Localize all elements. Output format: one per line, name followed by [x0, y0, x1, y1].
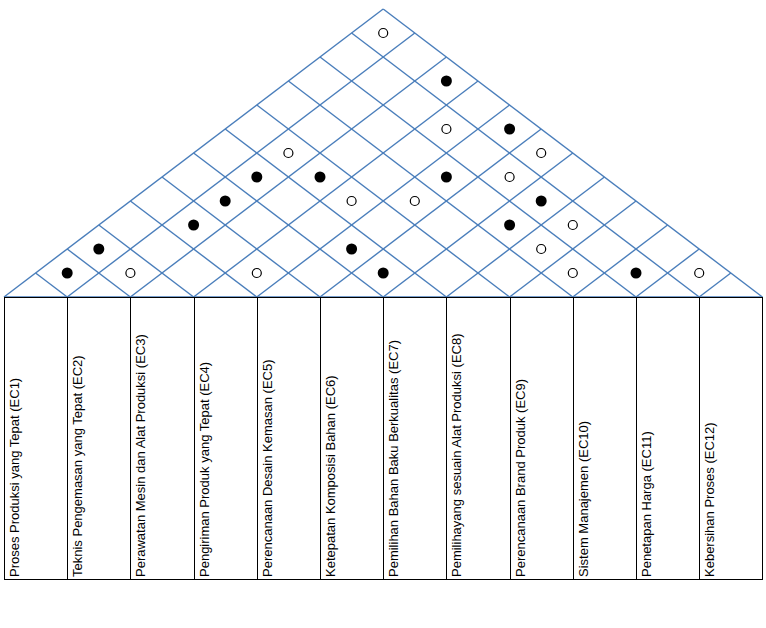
roof-grid-line [257, 105, 510, 297]
roof-grid-line [67, 33, 415, 297]
column-label: Pemilihayang sesuain Alat Produksi (EC8) [449, 333, 464, 577]
roof-grid-line [4, 9, 383, 297]
column-label: Penetapan Harga (EC11) [639, 431, 654, 577]
characteristic-column: Perawatan Mesin dan Alat Produksi (EC3) [130, 297, 194, 580]
characteristic-column: Ketepatan Komposisi Bahan (EC6) [320, 297, 384, 580]
roof-grid-line [225, 129, 446, 297]
column-label: Pemilihan Bahan Baku Berkualitas (EC7) [386, 340, 401, 577]
column-label: Ketepatan Komposisi Bahan (EC6) [323, 375, 338, 577]
column-label: Kebersihan Proses (EC12) [702, 422, 717, 577]
weak-correlation-circle [347, 197, 356, 206]
strong-correlation-dot [188, 220, 199, 231]
column-label: Sistem Manajemen (EC10) [576, 421, 591, 577]
column-label: Proses Produksi yang Tepat (EC1) [7, 378, 22, 577]
weak-correlation-circle [252, 269, 261, 278]
column-label: Pengiriman Produk yang Tepat (EC4) [197, 362, 212, 577]
strong-correlation-dot [504, 124, 515, 135]
weak-correlation-circle [410, 197, 419, 206]
weak-correlation-circle [568, 269, 577, 278]
characteristic-column: Teknis Pengemasan yang Tepat (EC2) [67, 297, 131, 580]
strong-correlation-dot [536, 196, 547, 207]
strong-correlation-dot [378, 268, 389, 279]
characteristic-column: Perencanaan Desain Kemasan (EC5) [257, 297, 321, 580]
roof-grid-line [288, 81, 572, 297]
weak-correlation-circle [568, 221, 577, 230]
roof-grid-line [699, 273, 731, 297]
roof-grid-line [130, 201, 256, 297]
characteristic-column: Pengiriman Produk yang Tepat (EC4) [194, 297, 258, 580]
roof-grid-line [320, 129, 541, 297]
strong-correlation-dot [62, 268, 73, 279]
column-label: Perencanaan Brand Produk (EC9) [513, 379, 528, 577]
roof-grid-line [257, 105, 510, 297]
column-label: Perawatan Mesin dan Alat Produksi (EC3) [133, 334, 148, 577]
strong-correlation-dot [441, 172, 452, 183]
strong-correlation-dot [251, 172, 262, 183]
strong-correlation-dot [315, 172, 326, 183]
characteristic-column: Pemilihan Bahan Baku Berkualitas (EC7) [383, 297, 447, 580]
roof-grid-line [573, 225, 668, 297]
roof-grid-line [130, 57, 446, 297]
strong-correlation-dot [93, 244, 104, 255]
roof-grid-line [320, 57, 636, 297]
characteristic-column: Pemilihayang sesuain Alat Produksi (EC8) [446, 297, 510, 580]
weak-correlation-circle [505, 173, 514, 182]
roof-grid-line [446, 177, 604, 297]
strong-correlation-dot [631, 268, 642, 279]
weak-correlation-circle [537, 245, 546, 254]
characteristic-column: Proses Produksi yang Tepat (EC1) [4, 297, 68, 580]
characteristic-column: Penetapan Harga (EC11) [636, 297, 700, 580]
roof-grid-line [36, 273, 68, 297]
weak-correlation-circle [284, 149, 293, 158]
roof-grid-line [352, 33, 700, 297]
column-label: Perencanaan Desain Kemasan (EC5) [260, 359, 275, 577]
strong-correlation-dot [504, 220, 515, 231]
strong-correlation-dot [220, 196, 231, 207]
roof-grid-line [67, 249, 130, 297]
roof-grid-line [194, 81, 478, 297]
characteristic-column: Kebersihan Proses (EC12) [699, 297, 763, 580]
weak-correlation-circle [537, 149, 546, 158]
column-label: Teknis Pengemasan yang Tepat (EC2) [70, 355, 85, 577]
weak-correlation-circle [695, 269, 704, 278]
strong-correlation-dot [346, 244, 357, 255]
weak-correlation-circle [442, 125, 451, 134]
weak-correlation-circle [126, 269, 135, 278]
characteristic-column: Sistem Manajemen (EC10) [573, 297, 637, 580]
roof-grid-line [194, 153, 384, 297]
roof-grid-line [162, 177, 320, 297]
strong-correlation-dot [441, 76, 452, 87]
weak-correlation-circle [379, 29, 388, 38]
roof-grid-line [99, 225, 194, 297]
roof-grid-line [383, 9, 762, 297]
characteristic-column: Perencanaan Brand Produk (EC9) [510, 297, 574, 580]
